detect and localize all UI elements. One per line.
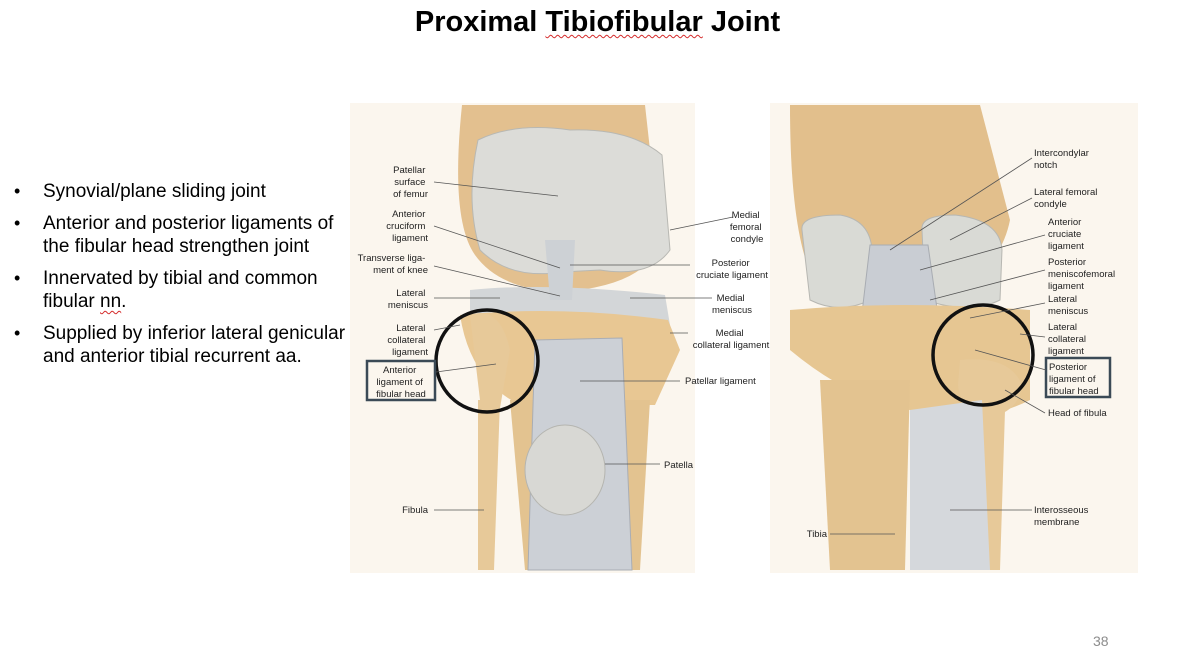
label-lateral-meniscus-posterior: Lateral meniscus xyxy=(1048,294,1088,317)
posterior-label-box xyxy=(1044,356,1112,399)
label-posterior-fibular-head: Posterior ligament of fibular head xyxy=(1049,362,1099,397)
label-lateral-collateral: Lateral collateral ligament xyxy=(387,323,428,358)
bullet-item: Supplied by inferior lateral genicular a… xyxy=(14,322,364,368)
label-posterior-meniscofemoral: Posterior meniscofemoral ligament xyxy=(1048,257,1118,292)
label-medial-meniscus: Medial meniscus xyxy=(712,293,752,316)
anterior-label-lines xyxy=(433,181,734,511)
label-patellar-ligament: Patellar ligament xyxy=(685,376,756,387)
label-intercondylar-notch: Intercondylar notch xyxy=(1034,148,1092,171)
slide-title: Proximal Tibiofibular Joint xyxy=(0,6,1185,39)
title-text-end: Joint xyxy=(702,6,781,38)
anterior-label-box xyxy=(365,359,437,402)
spellcheck-word: nn xyxy=(100,291,122,312)
posterior-label-lines xyxy=(830,157,1047,535)
label-patellar-surface: Patellar surface of femur xyxy=(393,165,428,200)
label-medial-collateral: Medial collateral ligament xyxy=(693,328,770,351)
bullet-text: Innervated by tibial and common fibular xyxy=(43,268,318,312)
bullet-item: Synovial/plane sliding joint xyxy=(14,180,364,203)
bullet-list: Synovial/plane sliding joint Anterior an… xyxy=(14,180,364,377)
label-interosseous-membrane: Interosseous membrane xyxy=(1034,505,1091,528)
label-transverse-ligament: Transverse liga- ment of knee xyxy=(358,253,428,276)
label-lateral-meniscus: Lateral meniscus xyxy=(388,288,428,311)
posterior-labels: Intercondylar notch Lateral femoral cond… xyxy=(807,148,1118,540)
label-patella: Patella xyxy=(664,460,694,471)
bullet-item: Anterior and posterior ligaments of the … xyxy=(14,212,364,258)
posterior-knee-view xyxy=(770,103,1138,573)
anterior-labels: Patellar surface of femur Anterior cruci… xyxy=(358,165,770,516)
label-fibula: Fibula xyxy=(402,505,429,516)
anterior-knee-view xyxy=(350,103,695,573)
page-number: 38 xyxy=(1093,633,1109,649)
label-lateral-femoral-condyle: Lateral femoral condyle xyxy=(1034,187,1100,210)
label-tibia: Tibia xyxy=(807,529,828,540)
label-anterior-fibular-head: Anterior ligament of fibular head xyxy=(376,365,426,400)
knee-anatomy-figure: Patellar surface of femur Anterior cruci… xyxy=(350,103,1138,573)
label-medial-condyle: Medial femoral condyle xyxy=(730,210,764,245)
label-anterior-cruciform: Anterior cruciform ligament xyxy=(386,209,428,244)
label-head-of-fibula: Head of fibula xyxy=(1048,408,1107,419)
title-spellcheck-word: Tibiofibular xyxy=(545,6,703,38)
label-anterior-cruciate: Anterior cruciate ligament xyxy=(1048,217,1084,252)
title-text: Proximal xyxy=(414,6,546,38)
label-posterior-cruciate: Posterior cruciate ligament xyxy=(696,258,768,281)
label-lateral-collateral-posterior: Lateral collateral ligament xyxy=(1048,322,1089,357)
bullet-item: Innervated by tibial and common fibular … xyxy=(14,267,364,313)
posterior-joint-highlight-circle xyxy=(931,303,1035,407)
bullet-text-end: . xyxy=(121,291,127,312)
